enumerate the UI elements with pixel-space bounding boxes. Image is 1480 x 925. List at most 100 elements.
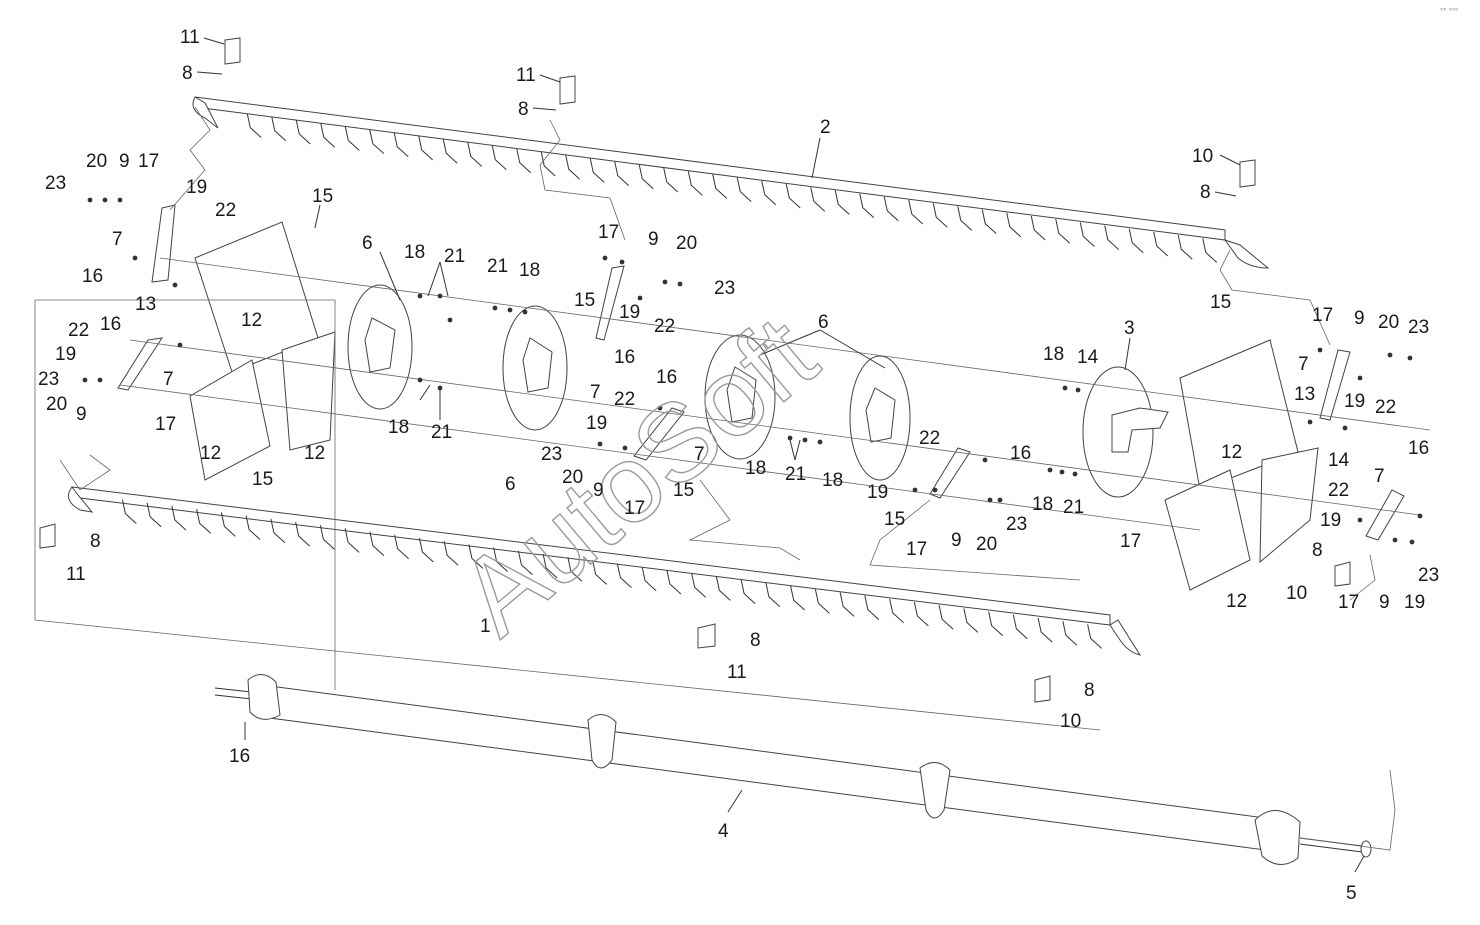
disc-plates bbox=[347, 284, 1169, 498]
callout-21: 21 bbox=[431, 422, 452, 443]
callout-22: 22 bbox=[68, 320, 89, 341]
callout-8: 8 bbox=[182, 63, 193, 84]
guide-lines bbox=[34, 106, 1431, 851]
tine bbox=[715, 576, 731, 601]
tine bbox=[319, 525, 335, 550]
tine bbox=[121, 499, 137, 524]
fastener-dot bbox=[637, 295, 643, 301]
callout-15: 15 bbox=[252, 469, 273, 490]
callout-8: 8 bbox=[750, 630, 761, 651]
shaft-nut bbox=[1360, 840, 1372, 858]
tine bbox=[320, 123, 336, 148]
fastener-dot bbox=[1392, 537, 1398, 543]
callout-19: 19 bbox=[55, 344, 76, 365]
fastener-dot bbox=[417, 293, 423, 299]
fastener-dot bbox=[1047, 467, 1053, 473]
tine bbox=[963, 608, 979, 633]
callout-9: 9 bbox=[1379, 592, 1390, 613]
tine bbox=[1087, 624, 1102, 649]
fastener-dot bbox=[982, 457, 988, 463]
tube-support-1 bbox=[587, 714, 617, 769]
callout-22: 22 bbox=[614, 389, 635, 410]
tine bbox=[859, 193, 875, 218]
leader-lines bbox=[196, 37, 1365, 873]
callout-20: 20 bbox=[976, 534, 997, 555]
fastener-dot bbox=[602, 255, 608, 261]
callout-6: 6 bbox=[818, 312, 829, 333]
callout-23: 23 bbox=[1418, 565, 1439, 586]
callout-15: 15 bbox=[673, 480, 694, 501]
fastener-dot bbox=[97, 377, 103, 383]
tine bbox=[442, 139, 458, 164]
tine bbox=[932, 203, 948, 228]
tine bbox=[567, 557, 583, 582]
callout-9: 9 bbox=[1354, 308, 1365, 329]
fastener-dot bbox=[507, 307, 513, 313]
callout-7: 7 bbox=[694, 444, 705, 465]
tine bbox=[1202, 238, 1218, 263]
callout-19: 19 bbox=[619, 302, 640, 323]
callout-6: 6 bbox=[505, 474, 516, 495]
fastener-dot bbox=[87, 197, 93, 203]
callout-12: 12 bbox=[1226, 591, 1247, 612]
fastener-dot bbox=[1072, 471, 1078, 477]
callout-15: 15 bbox=[884, 509, 905, 530]
callout-10: 10 bbox=[1192, 146, 1213, 167]
callout-8: 8 bbox=[1200, 182, 1211, 203]
tine bbox=[761, 180, 777, 206]
callout-23: 23 bbox=[38, 369, 59, 390]
callout-16: 16 bbox=[656, 367, 677, 388]
tine bbox=[493, 547, 508, 572]
callout-23: 23 bbox=[1006, 514, 1027, 535]
fastener-dot bbox=[417, 377, 423, 383]
callout-21: 21 bbox=[444, 246, 465, 267]
tine bbox=[1012, 614, 1028, 640]
tine bbox=[589, 158, 605, 183]
callout-17: 17 bbox=[1338, 592, 1359, 613]
callout-7: 7 bbox=[1298, 354, 1309, 375]
fastener-dot bbox=[1417, 513, 1423, 519]
fastener-dot bbox=[1317, 347, 1323, 353]
fastener-dot bbox=[437, 293, 443, 299]
tine bbox=[1037, 617, 1053, 643]
tine bbox=[614, 161, 630, 186]
callout-22: 22 bbox=[215, 200, 236, 221]
tube-end-flange-left bbox=[247, 674, 281, 720]
tine-bar-lower bbox=[67, 486, 1142, 656]
tine bbox=[1128, 228, 1144, 254]
callout-12: 12 bbox=[241, 310, 262, 331]
tine bbox=[616, 563, 632, 588]
fasteners bbox=[82, 197, 1423, 545]
callout-15: 15 bbox=[574, 290, 595, 311]
tine bbox=[295, 119, 311, 145]
fastener-dot bbox=[1342, 425, 1348, 431]
tine bbox=[1062, 621, 1078, 646]
callout-19: 19 bbox=[186, 177, 207, 198]
tine bbox=[638, 164, 654, 190]
tine bbox=[393, 132, 409, 158]
callout-15: 15 bbox=[312, 186, 333, 207]
callout-19: 19 bbox=[867, 482, 888, 503]
fastener-dot bbox=[619, 259, 625, 265]
callout-16: 16 bbox=[614, 347, 635, 368]
callout-2: 2 bbox=[820, 117, 831, 138]
tine bbox=[491, 145, 507, 170]
tine-bar-upper bbox=[192, 96, 1270, 269]
tine bbox=[691, 573, 706, 598]
watermark-text: AutoSoft bbox=[436, 293, 838, 658]
callout-17: 17 bbox=[1120, 531, 1141, 552]
fastener-dot bbox=[1075, 387, 1081, 393]
callout-22: 22 bbox=[654, 316, 675, 337]
fastener-dot bbox=[437, 385, 443, 391]
callout-19: 19 bbox=[1344, 391, 1365, 412]
callout-9: 9 bbox=[593, 480, 604, 501]
tine bbox=[1153, 231, 1169, 257]
callout-18: 18 bbox=[388, 417, 409, 438]
tine bbox=[740, 579, 756, 604]
tine bbox=[641, 566, 657, 592]
callout-17: 17 bbox=[624, 498, 645, 519]
callout-20: 20 bbox=[676, 233, 697, 254]
callout-14: 14 bbox=[1328, 450, 1350, 471]
callout-labels: 11 8 11 8 2 10 8 23 20 9 17 19 22 15 7 1… bbox=[38, 27, 1439, 904]
